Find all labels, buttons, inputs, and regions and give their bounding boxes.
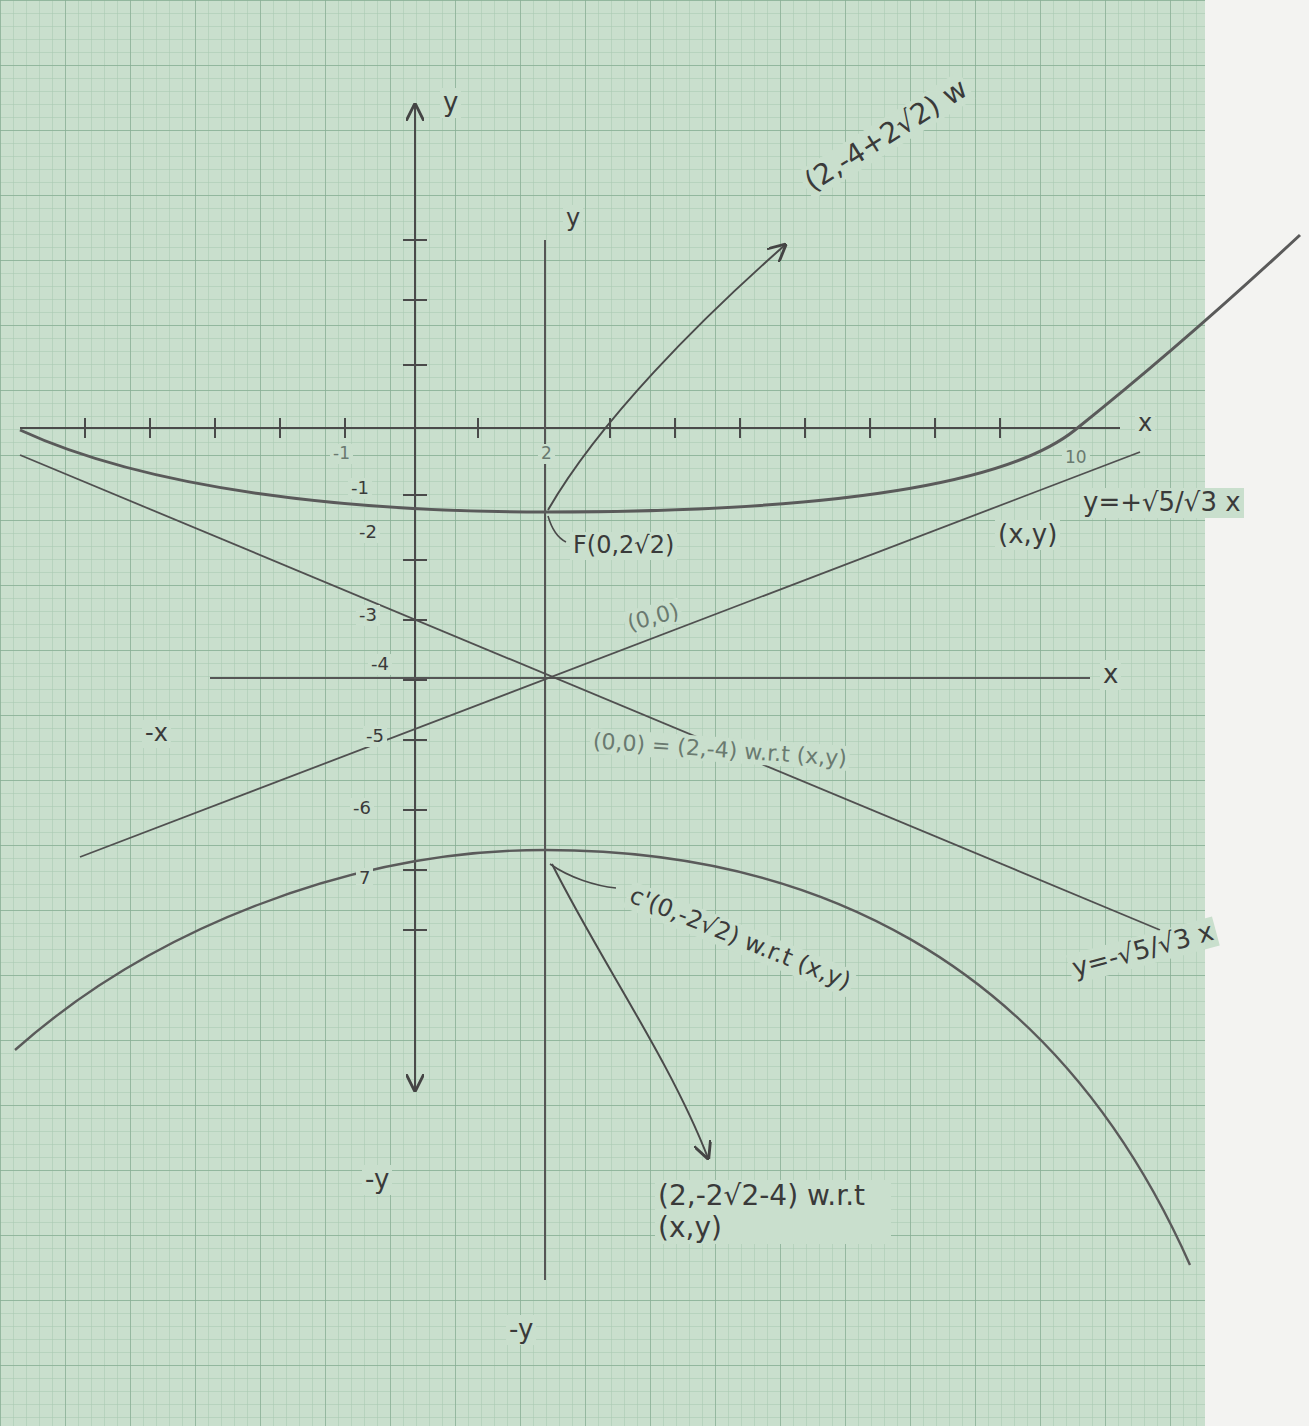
axis-ticks <box>403 240 427 930</box>
annotation-label: -5 <box>363 726 387 747</box>
annotation-label: x <box>1100 660 1121 690</box>
annotation-label: -2 <box>356 522 380 543</box>
asymptote <box>20 455 1160 930</box>
annotation-label: 10 <box>1062 448 1090 468</box>
annotation-label: -6 <box>350 798 374 819</box>
hyperbola-branch <box>20 235 1300 512</box>
leader-hook <box>548 516 566 542</box>
annotation-label: 2 <box>538 444 555 464</box>
shifted-y-axis <box>544 240 546 1280</box>
annotation-label: F(0,2√2) <box>570 532 677 560</box>
annotation-label: 7 <box>356 868 373 889</box>
annotation-label: (2,-2√2-4) w.r.t (x,y) <box>655 1180 891 1244</box>
annotation-label: -1 <box>348 478 372 499</box>
leader-arrow <box>548 245 785 510</box>
leader-hook <box>550 864 616 888</box>
graph-paper <box>0 0 1205 1426</box>
grid <box>0 0 1205 1426</box>
annotation-label: -3 <box>356 605 380 626</box>
annotation-label: y <box>440 88 461 118</box>
hyperbola-branch <box>15 850 1190 1265</box>
x-axis <box>20 427 1120 429</box>
annotation-label: y <box>563 205 583 233</box>
annotation-label: -y <box>362 1165 392 1195</box>
annotation-label: -4 <box>368 654 392 675</box>
axis-ticks <box>85 418 1000 438</box>
shifted-x-axis <box>210 677 1090 679</box>
annotation-label: -y <box>506 1315 536 1345</box>
y-axis <box>414 105 416 1090</box>
annotation-label: (x,y) <box>995 520 1060 550</box>
annotation-label: y=+√5/√3 x <box>1080 488 1244 518</box>
annotation-label: x <box>1135 410 1155 438</box>
annotation-label: -x <box>142 720 171 748</box>
annotation-label: -1 <box>330 444 353 464</box>
